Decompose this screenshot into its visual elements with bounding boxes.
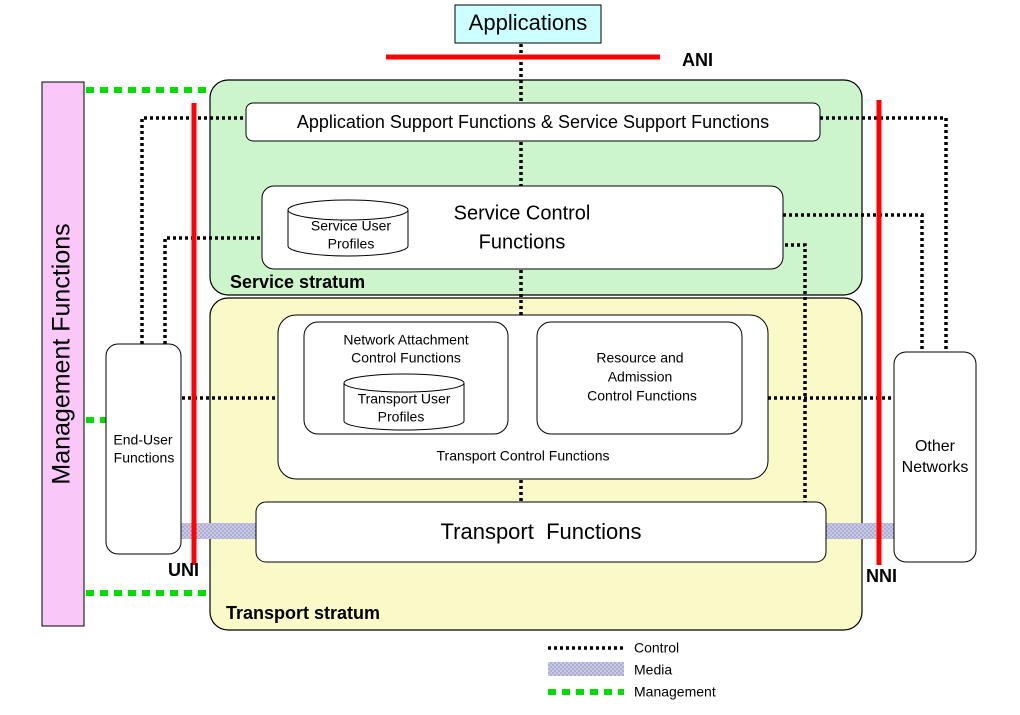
other-networks-label-2: Networks <box>902 459 969 476</box>
legend-management-label: Management <box>634 684 716 700</box>
control-links <box>140 44 948 502</box>
service-stratum-label: Service stratum <box>230 272 365 292</box>
legend-media-label: Media <box>634 662 672 678</box>
end-user-functions-box <box>105 343 182 555</box>
transport-stratum-label: Transport stratum <box>226 603 380 623</box>
racf-label-1: Resource and <box>596 350 683 366</box>
transport-user-profiles-label-1: Transport User <box>358 391 451 407</box>
legend-control-label: Control <box>634 640 679 656</box>
nacf-label-2: Control Functions <box>351 350 461 366</box>
applications-label: Applications <box>469 10 588 35</box>
ani-label: ANI <box>682 50 713 70</box>
legend-media-swatch <box>548 662 624 676</box>
service-control-functions-label-1: Service Control <box>454 202 591 224</box>
nni-label: NNI <box>866 566 897 586</box>
racf-label-3: Control Functions <box>587 388 697 404</box>
transport-functions-box <box>255 501 827 563</box>
uni-label: UNI <box>168 560 199 580</box>
transport-control-functions-label: Transport Control Functions <box>437 448 610 464</box>
media-link-network <box>826 523 896 539</box>
racf-box <box>536 321 743 435</box>
end-user-functions-label-2: Functions <box>114 450 175 466</box>
transport-user-profiles-label-2: Profiles <box>378 409 425 425</box>
service-user-profiles-label-2: Profiles <box>328 236 375 252</box>
transport-user-profiles-db: Transport User Profiles <box>343 373 465 431</box>
management-functions-box <box>41 81 85 627</box>
service-control-functions-label-2: Functions <box>479 231 566 253</box>
app-support-functions-box <box>245 102 821 142</box>
legend: Control Media Management <box>548 640 716 700</box>
end-user-functions-label-1: End-User <box>113 432 172 448</box>
applications-box <box>454 4 602 44</box>
service-user-profiles-label-1: Service User <box>311 218 391 234</box>
racf-label-2: Admission <box>608 369 673 385</box>
management-functions-label: Management Functions <box>48 223 76 484</box>
transport-functions-label: Transport Functions <box>441 519 642 544</box>
management-links <box>86 87 208 596</box>
app-support-functions-label: Application Support Functions & Service … <box>297 112 769 132</box>
other-networks-label-1: Other <box>915 438 956 455</box>
other-networks-box <box>893 351 977 563</box>
service-user-profiles-db: Service User Profiles <box>287 199 409 257</box>
media-link-user <box>180 523 256 539</box>
nacf-label-1: Network Attachment <box>343 332 468 348</box>
